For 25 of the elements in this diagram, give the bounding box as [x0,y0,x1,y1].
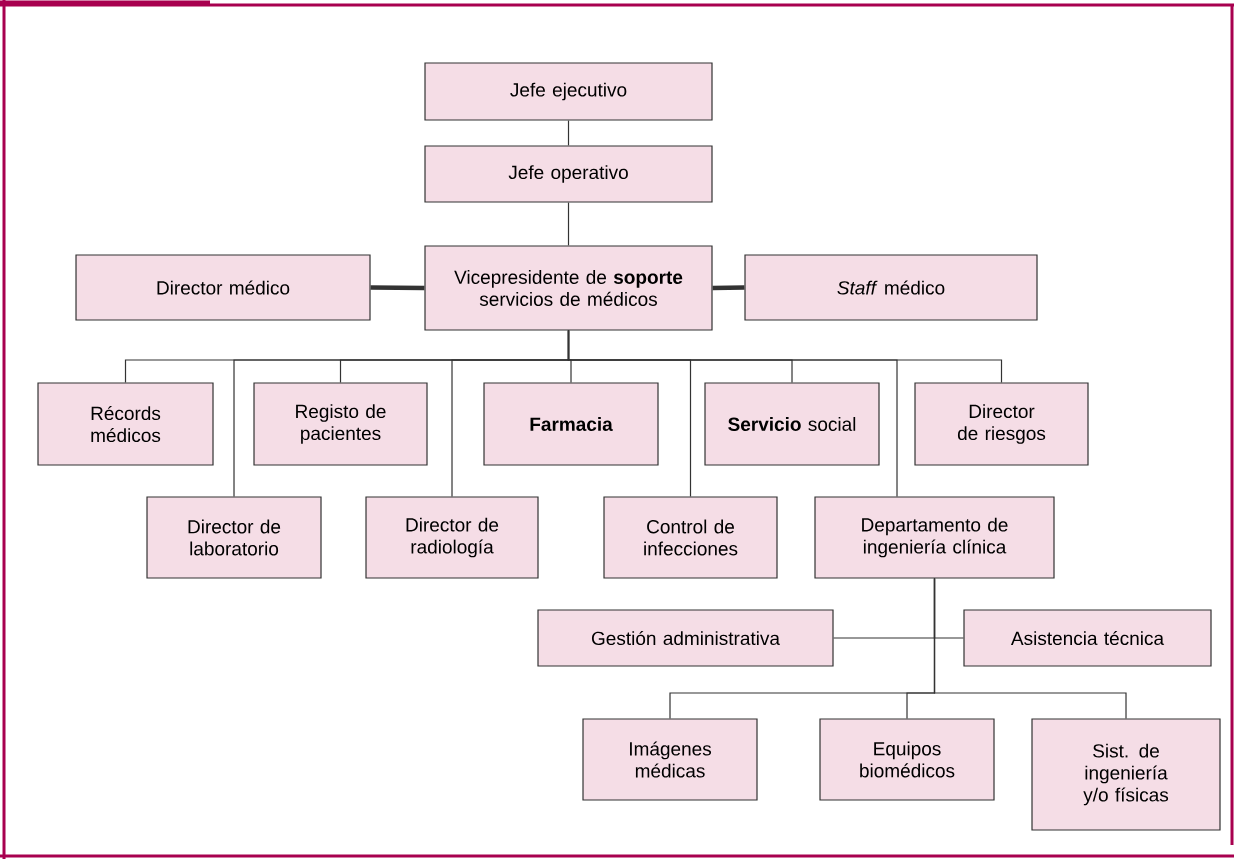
org-box: Director de laboratorio [146,496,322,579]
org-box: Director de riesgos [914,382,1089,466]
org-box: Récords médicos [37,382,214,466]
org-box: Sist. de ingeniería y/o físicas [1031,718,1221,831]
org-box: Equipos biomédicos [819,718,995,801]
org-box: Asistencia técnica [963,609,1212,667]
connector-line [370,285,425,291]
org-box: Departamento de ingeniería clínica [814,496,1055,579]
org-box: Imágenes médicas [582,718,758,801]
org-box: Registo de pacientes [253,382,428,466]
connector-line [933,578,1127,719]
org-box: Vicepresidente de soporte servicios de médicos [424,245,713,331]
org-box: Gestión administrativa [537,609,834,667]
org-box: Farmacia [483,382,659,466]
org-box: Director de radiología [365,496,539,579]
connector-line [567,202,570,246]
org-box: Jefe ejecutivo [424,62,713,121]
connector-line [567,330,1003,383]
org-box: Jefe operativo [424,145,713,203]
org-box: Servicio social [704,382,880,466]
connector-line [712,285,745,291]
org-box: Director médico [75,254,371,321]
connector-line [567,120,570,146]
org-box: Control de infecciones [603,496,778,579]
org-box: Staff médico [744,254,1038,321]
